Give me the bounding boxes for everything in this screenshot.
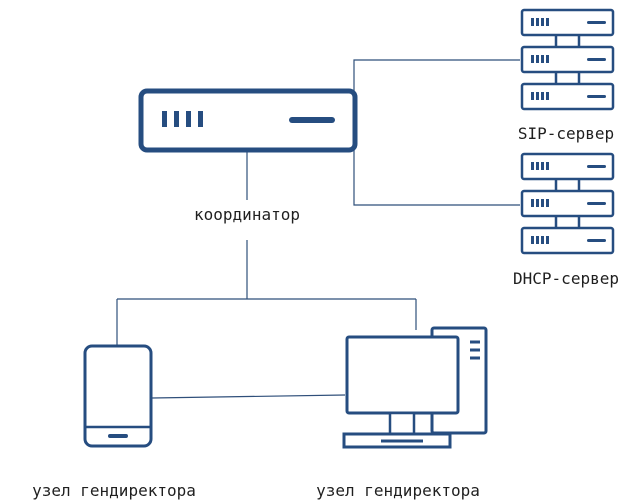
desktop-node-label: узел гендиректора [316,481,480,500]
desktop-computer-icon [342,326,488,449]
server-rack-icon [520,152,615,255]
sip-server-label: SIP-сервер [518,124,614,143]
router-appliance-icon [138,88,358,153]
link-coordinator-dhcp [353,150,520,206]
smartphone-icon [83,344,153,448]
mobile-node-label: узел гендиректора [32,481,196,500]
link-coordinator-sip [353,59,520,92]
connections [116,59,520,399]
link-mobile-desktop [151,394,346,399]
coordinator-label: координатор [194,205,300,224]
dhcp-server-label: DHCP-сервер [513,269,619,288]
server-rack-icon [520,8,615,111]
